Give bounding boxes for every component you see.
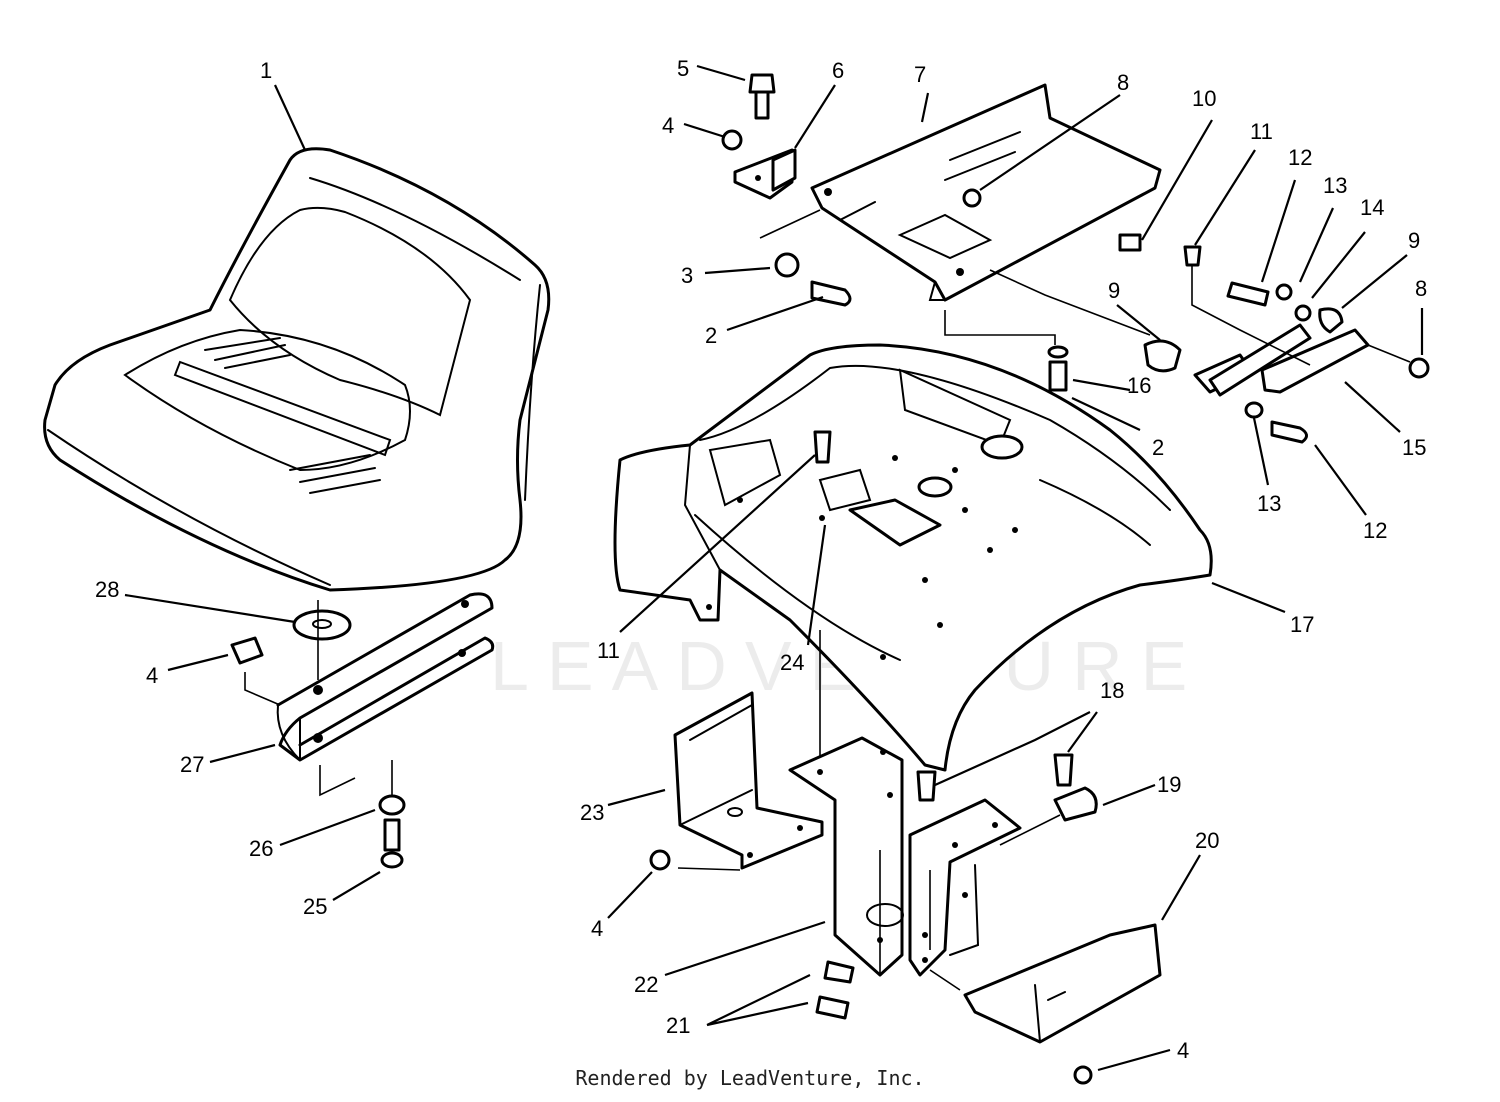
callout-9: 9 — [1108, 278, 1120, 303]
callout-27: 27 — [180, 752, 204, 777]
fender — [613, 343, 1213, 772]
callout-10: 10 — [1192, 86, 1216, 111]
callout-25: 25 — [303, 894, 327, 919]
callout-26: 26 — [249, 836, 273, 861]
callout-13: 13 — [1257, 491, 1281, 516]
lower-brackets — [649, 691, 1162, 1085]
callout-9: 9 — [1408, 228, 1420, 253]
callout-3: 3 — [681, 263, 693, 288]
callout-7: 7 — [914, 62, 926, 87]
callout-16: 16 — [1127, 373, 1151, 398]
leader-lines — [124, 64, 1424, 1072]
callout-5: 5 — [677, 56, 689, 81]
seat — [43, 147, 551, 592]
callout-24: 24 — [780, 650, 804, 675]
callout-4: 4 — [146, 663, 158, 688]
callout-6: 6 — [832, 58, 844, 83]
callout-28: 28 — [95, 577, 119, 602]
seat-pan-hardware — [721, 73, 1069, 392]
callout-12: 12 — [1363, 518, 1387, 543]
callout-8: 8 — [1415, 276, 1427, 301]
seat-pan — [759, 83, 1162, 345]
callout-22: 22 — [634, 972, 658, 997]
footer-credit: Rendered by LeadVenture, Inc. — [575, 1066, 925, 1090]
callout-4: 4 — [662, 113, 674, 138]
callout-2: 2 — [705, 323, 717, 348]
callout-labels: 1 2 2 3 4 4 4 4 4 5 6 7 8 8 9 9 10 11 11… — [95, 56, 1427, 1063]
pivot-bracket — [1143, 245, 1430, 444]
callout-21: 21 — [666, 1013, 690, 1038]
callout-15: 15 — [1402, 435, 1426, 460]
callout-4: 4 — [1177, 1038, 1189, 1063]
callout-19: 19 — [1157, 772, 1181, 797]
seat-slide-bracket — [230, 592, 495, 869]
callout-8: 8 — [1117, 70, 1129, 95]
callout-2: 2 — [1152, 435, 1164, 460]
callout-23: 23 — [580, 800, 604, 825]
callout-17: 17 — [1290, 612, 1314, 637]
callout-11: 11 — [1250, 119, 1273, 144]
callout-20: 20 — [1195, 828, 1219, 853]
callout-4: 4 — [591, 916, 603, 941]
callout-11: 11 — [597, 638, 620, 663]
callout-13: 13 — [1323, 173, 1347, 198]
callout-12: 12 — [1288, 145, 1312, 170]
callout-18: 18 — [1100, 678, 1124, 703]
callout-14: 14 — [1360, 195, 1384, 220]
callout-1: 1 — [260, 58, 272, 83]
